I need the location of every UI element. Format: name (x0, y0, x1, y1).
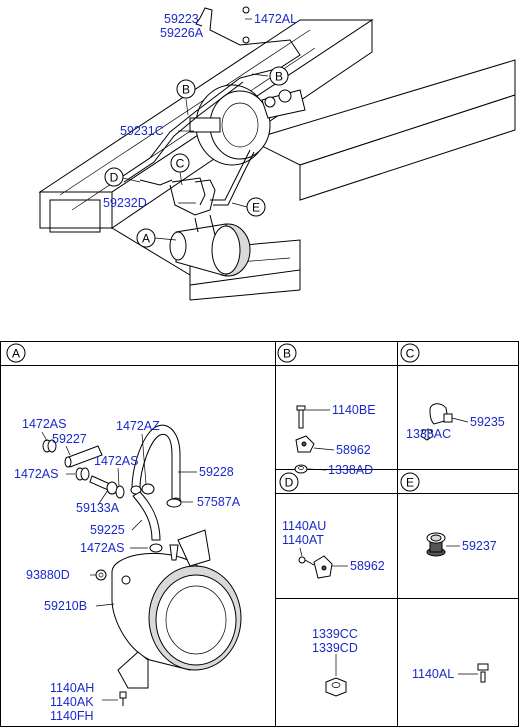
part-label-59237: 59237 (462, 539, 497, 553)
callout-d: D (104, 167, 124, 187)
clamp-1472as-4 (149, 543, 163, 553)
nut-1339cc (325, 677, 347, 697)
detail-e-panel: E 59237 (400, 472, 497, 557)
part-label-1472al: 1472AL (254, 12, 297, 26)
part-label-1140fh: 1140FH (50, 709, 94, 723)
clip-58962 (295, 435, 315, 453)
callout-b-right: B (269, 66, 289, 86)
vacuum-lines (119, 6, 301, 236)
overview-illustration: B B C D E A 59223 59226A 1472AL 59231C 5… (38, 6, 516, 301)
overview-leaders (122, 18, 269, 241)
clamp-57587a (166, 498, 182, 508)
part-label-1472as: 1472AS (14, 467, 58, 481)
part-label-59223: 59223 (164, 12, 199, 26)
callout-b-label: B (182, 83, 190, 97)
callout-e-label: E (252, 201, 260, 215)
bolt-1140ah (119, 691, 127, 706)
part-label-59235: 59235 (470, 415, 505, 429)
detail-b-panel: B 1140BE 58962 1338AD (277, 343, 376, 477)
hose-59227 (64, 445, 103, 468)
detail-a-panel: A (6, 343, 242, 723)
part-label-59232d: 59232D (103, 196, 147, 210)
part-label-1140ak: 1140AK (50, 695, 94, 709)
clip-58962-d (313, 555, 333, 579)
part-label-59225: 59225 (90, 523, 125, 537)
part-label-1339cd: 1339CD (312, 641, 358, 655)
part-label-1472as: 1472AS (80, 541, 124, 555)
bracket (117, 651, 149, 689)
hose-clamp-3 (115, 485, 125, 499)
detail-c-panel: C 59235 1338AC (400, 343, 505, 441)
callout-d-label: D (110, 171, 119, 185)
clip-59235 (429, 403, 453, 425)
detail-g-panel: 1140AL (412, 663, 489, 683)
bolt-93880d (95, 569, 107, 581)
detail-a-leaders (41, 431, 197, 701)
part-label-93880d: 93880D (26, 568, 70, 582)
part-label-59231c: 59231C (120, 124, 164, 138)
vacuum-tank-59210b (111, 529, 242, 671)
detail-c-header: C (406, 347, 415, 361)
grommet-59237 (426, 532, 446, 557)
part-label-1472az: 1472AZ (116, 419, 160, 433)
callout-a: A (136, 228, 156, 248)
part-label-58962: 58962 (336, 443, 371, 457)
part-label-1472as: 1472AS (94, 454, 138, 468)
part-label-59228: 59228 (199, 465, 234, 479)
chassis-frame (38, 19, 516, 301)
detail-e-header: E (406, 476, 414, 490)
hose-59225 (132, 491, 161, 541)
part-label-1140be: 1140BE (332, 403, 376, 417)
part-label-59133a: 59133A (76, 501, 120, 515)
part-label-59227: 59227 (52, 432, 87, 446)
check-valve-59133a (89, 475, 118, 495)
nut-1338ad (294, 464, 308, 474)
part-label-1472as: 1472AS (22, 417, 66, 431)
hose-clamp-2 (75, 467, 90, 481)
detail-f-panel: 1339CC 1339CD (312, 627, 358, 697)
part-label-57587a: 57587A (197, 495, 241, 509)
part-label-58962: 58962 (350, 559, 385, 573)
part-label-1140al: 1140AL (412, 667, 454, 681)
detail-d-panel: D 1140AU 1140AT 58962 (279, 472, 385, 579)
callout-b-label: B (275, 70, 283, 84)
brake-booster (189, 84, 306, 166)
callout-a-label: A (142, 232, 150, 246)
vacuum-tank-overview (169, 223, 251, 277)
part-label-1140at: 1140AT (282, 533, 324, 547)
part-label-1140ah: 1140AH (50, 681, 94, 695)
part-label-59210b: 59210B (44, 599, 87, 613)
clamp-1472az (141, 483, 155, 495)
screw-1140au (298, 556, 315, 566)
detail-b-header: B (283, 347, 291, 361)
callout-c: C (170, 153, 190, 173)
bolt-1140al (477, 663, 489, 683)
part-label-1338ac: 1338AC (406, 427, 451, 441)
detail-d-header: D (285, 476, 294, 490)
bolt-1140be (296, 405, 306, 429)
detail-a-header: A (12, 347, 20, 361)
part-label-1339cc: 1339CC (312, 627, 358, 641)
callout-e: E (246, 197, 266, 217)
nut-1338ac (420, 429, 434, 441)
hose-clamp-1 (42, 439, 57, 453)
part-label-1140au: 1140AU (282, 519, 326, 533)
part-label-1338ad: 1338AD (328, 463, 373, 477)
callout-c-label: C (176, 157, 185, 171)
part-label-59226a: 59226A (160, 26, 204, 40)
callout-b-top: B (176, 79, 196, 99)
